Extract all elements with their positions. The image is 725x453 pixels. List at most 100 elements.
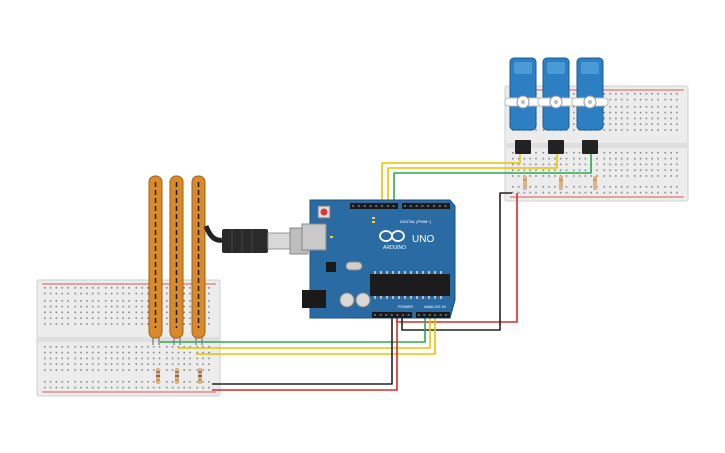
wire-yellow-servo-2[interactable] bbox=[387, 150, 558, 209]
breadboard-hole bbox=[639, 157, 642, 160]
header-pin bbox=[444, 205, 447, 207]
breadboard-hole bbox=[620, 152, 623, 154]
breadboard-hole bbox=[208, 311, 210, 314]
breadboard-hole bbox=[166, 287, 168, 289]
breadboard-hole bbox=[74, 317, 77, 319]
breadboard-hole bbox=[105, 317, 107, 319]
breadboard-hole bbox=[55, 287, 58, 289]
arduino-uno[interactable]: ARDUINO UNO DIGITAL (PWM~) POWER ANALOG … bbox=[301, 199, 456, 319]
breadboard-hole bbox=[61, 351, 63, 354]
breadboard-hole bbox=[196, 346, 199, 348]
wire-green-a0[interactable] bbox=[160, 318, 426, 343]
breadboard-hole bbox=[573, 152, 575, 154]
breadboard-hole bbox=[49, 323, 52, 325]
left-resistors[interactable] bbox=[156, 368, 202, 384]
breadboard-hole bbox=[542, 191, 545, 194]
breadboard-hole bbox=[44, 381, 46, 383]
breadboard-hole bbox=[657, 163, 659, 166]
breadboard-hole bbox=[664, 191, 667, 194]
breadboard-hole bbox=[565, 169, 568, 171]
breadboard-hole bbox=[626, 129, 629, 131]
breadboard-hole bbox=[44, 300, 46, 302]
breadboard-hole bbox=[183, 346, 185, 348]
breadboard-hole bbox=[651, 106, 653, 108]
wire-yellow-servo-1[interactable] bbox=[381, 150, 521, 209]
breadboard-hole bbox=[97, 363, 100, 365]
breadboard-hole bbox=[615, 175, 617, 177]
flex-sensors[interactable] bbox=[148, 175, 206, 345]
flex-sensor-1[interactable] bbox=[148, 175, 163, 345]
breadboard-hole bbox=[554, 186, 556, 188]
breadboard-hole bbox=[61, 287, 63, 289]
breadboard-hole bbox=[634, 93, 636, 95]
usb-cable[interactable] bbox=[203, 225, 309, 255]
breadboard-hole bbox=[166, 369, 168, 371]
servo-1[interactable] bbox=[504, 57, 542, 154]
breadboard-hole bbox=[110, 317, 113, 319]
breadboard-hole bbox=[110, 351, 113, 354]
breadboard-hole bbox=[639, 129, 642, 131]
breadboard-hole bbox=[670, 93, 672, 95]
breadboard-hole bbox=[535, 175, 537, 177]
breadboard-hole bbox=[548, 191, 550, 194]
breadboard-hole bbox=[97, 287, 100, 289]
breadboard-hole bbox=[141, 300, 143, 302]
breadboard-hole bbox=[122, 323, 124, 325]
breadboard-hole bbox=[645, 111, 648, 114]
flex-sensor-2[interactable] bbox=[169, 175, 184, 345]
breadboard-hole bbox=[177, 363, 180, 365]
breadboard-hole bbox=[620, 191, 623, 194]
breadboard-hole bbox=[86, 305, 88, 308]
breadboard-hole bbox=[122, 369, 124, 371]
breadboard-hole bbox=[535, 191, 537, 194]
breadboard-hole bbox=[523, 157, 526, 160]
breadboard-hole bbox=[523, 175, 526, 177]
breadboard-hole bbox=[55, 311, 58, 314]
servo-3[interactable] bbox=[571, 57, 609, 154]
breadboard-hole bbox=[657, 111, 659, 114]
wire-yellow-a2[interactable] bbox=[196, 318, 436, 355]
breadboard-hole bbox=[651, 123, 653, 125]
breadboard-hole bbox=[657, 186, 659, 188]
breadboard-hole bbox=[166, 292, 168, 295]
wire-yellow-a1[interactable] bbox=[178, 318, 431, 349]
wire-green-servo-3[interactable] bbox=[393, 150, 592, 209]
breadboard-hole bbox=[208, 363, 210, 365]
breadboard-hole bbox=[559, 169, 562, 171]
right-resistors[interactable] bbox=[523, 176, 597, 190]
header-pin bbox=[363, 205, 366, 207]
breadboard-hole bbox=[91, 357, 94, 360]
wire-black-left-gnd[interactable] bbox=[212, 318, 393, 385]
breadboard-hole bbox=[609, 163, 611, 166]
breadboard-hole bbox=[670, 111, 672, 114]
servos[interactable] bbox=[504, 57, 609, 154]
breadboard-hole bbox=[584, 191, 587, 194]
wire-red-left-power[interactable] bbox=[212, 318, 398, 391]
breadboard-hole bbox=[573, 106, 575, 108]
breadboard-hole bbox=[105, 300, 107, 302]
breadboard-hole bbox=[664, 111, 667, 114]
breadboard-hole bbox=[74, 287, 77, 289]
breadboard-hole bbox=[645, 191, 648, 194]
breadboard-hole bbox=[128, 351, 130, 354]
breadboard-hole bbox=[183, 311, 185, 314]
breadboard-hole bbox=[147, 369, 149, 371]
breadboard-hole bbox=[554, 191, 556, 194]
wire-black-right-gnd[interactable] bbox=[401, 192, 512, 331]
breadboard-hole bbox=[110, 305, 113, 308]
breadboard-hole bbox=[676, 157, 678, 160]
breadboard-hole bbox=[584, 163, 587, 166]
breadboard-hole bbox=[565, 175, 568, 177]
breadboard-hole bbox=[147, 292, 149, 295]
breadboard-hole bbox=[651, 129, 653, 131]
breadboard-hole bbox=[196, 363, 199, 365]
breadboard-hole bbox=[49, 381, 52, 383]
breadboard-hole bbox=[67, 351, 69, 354]
header-pin bbox=[390, 314, 393, 316]
flex-sensor-3[interactable] bbox=[191, 175, 206, 345]
breadboard-hole bbox=[74, 369, 77, 371]
breadboard-hole bbox=[603, 111, 606, 114]
header-pin bbox=[357, 205, 360, 207]
breadboard-hole bbox=[61, 317, 63, 319]
breadboard-hole bbox=[110, 357, 113, 360]
